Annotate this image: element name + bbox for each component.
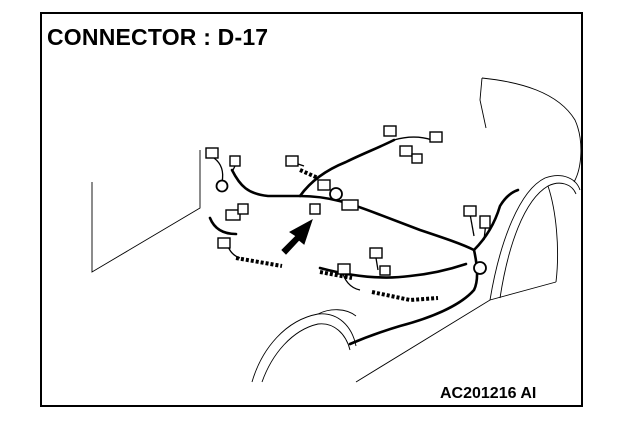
page-title: CONNECTOR : D-17 — [47, 24, 269, 50]
connector-upper-right-3 — [411, 153, 423, 164]
connector-upper-left — [285, 155, 299, 167]
pointer-arrow — [281, 218, 313, 255]
floor-sill-line — [355, 281, 557, 383]
front-wheel-arch-outer — [251, 313, 357, 383]
wire-center-connector — [375, 257, 379, 271]
rear-wheel-edge — [547, 185, 558, 283]
harness-left-stub — [208, 216, 238, 236]
harness-rear-branch — [348, 248, 479, 346]
connector-left-upper — [205, 147, 219, 159]
harness-tubing — [235, 168, 439, 303]
connector-lower-left — [217, 237, 231, 249]
connector-center-d17 — [341, 199, 359, 211]
ground-eyelets — [215, 179, 487, 275]
connectors — [205, 125, 491, 276]
connector-left-mid — [229, 155, 241, 167]
wire-pillar-connector — [469, 213, 475, 237]
arrow-indicator — [281, 218, 313, 255]
connector-left-lower — [225, 209, 241, 221]
connector-upper-right-1 — [383, 125, 397, 137]
tubing-lower — [371, 290, 439, 303]
ground-eyelet-center — [329, 187, 343, 201]
connector-upper-right-2 — [399, 145, 413, 157]
figure-code: AC201216 AI — [440, 385, 537, 402]
harness-upper-branch — [298, 138, 396, 198]
connector-lower-center-3 — [379, 265, 391, 276]
harness-pillar-branch — [472, 188, 520, 252]
pillar-line — [479, 77, 487, 129]
tubing-upper — [299, 168, 319, 180]
ground-eyelet-left — [215, 179, 229, 193]
interior-panel-left — [91, 150, 201, 273]
connector-lower-center-2 — [337, 263, 351, 275]
rear-wheel-arch-outer — [489, 175, 581, 301]
tubing-left — [235, 256, 283, 268]
connector-left-lower-2 — [237, 203, 249, 215]
connector-pillar-2 — [479, 215, 491, 229]
front-wheel-arch-inner — [261, 323, 351, 383]
connector-center-left — [309, 203, 321, 215]
connector-lower-center — [369, 247, 383, 259]
body-roof-line — [481, 77, 582, 183]
front-wheel-top — [317, 309, 357, 317]
connector-pillar-1 — [463, 205, 477, 217]
harness-trunk — [230, 168, 476, 252]
vehicle-body-outline — [91, 77, 582, 383]
connector-center-upper — [317, 179, 331, 191]
ground-eyelet-rear — [473, 261, 487, 275]
tubing-center — [319, 270, 353, 280]
connector-upper-right-4 — [429, 131, 443, 143]
rear-wheel-arch-inner — [499, 182, 577, 299]
wire-upper-right — [393, 136, 433, 141]
harness-main — [208, 138, 520, 346]
wire-left-top — [213, 157, 224, 183]
